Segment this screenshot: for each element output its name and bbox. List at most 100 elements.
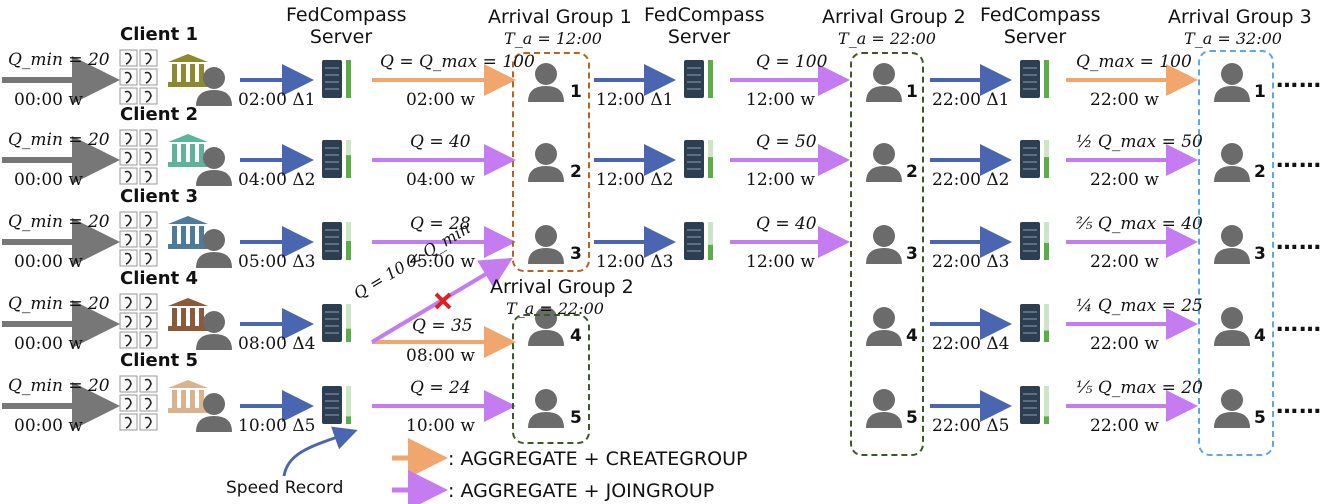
arrival-group-2-time: T_a = 22:00	[838, 29, 936, 48]
update-top-label: Q = Q_max = 100	[380, 52, 535, 72]
step3-label: 22:00 Δ2	[932, 170, 1010, 190]
update-bot-label: 22:00 w	[1090, 170, 1159, 190]
start-time: 00:00 w	[14, 252, 83, 272]
server-icon	[1020, 304, 1049, 342]
mnist-digits-icon	[119, 293, 158, 349]
start-time: 00:00 w	[14, 416, 83, 436]
group-member-icon	[528, 307, 564, 346]
qmin-label: Q_min = 20	[8, 130, 110, 150]
update-bot-label: 22:00 w	[1090, 416, 1159, 436]
start-time: 00:00 w	[14, 90, 83, 110]
group-member-number: 3	[906, 244, 918, 264]
group-member-icon	[866, 225, 902, 264]
group-member-number: 2	[1254, 162, 1266, 182]
step3-label: 22:00 Δ3	[932, 252, 1010, 272]
group-member-number: 5	[570, 408, 582, 428]
update-bot-label: 22:00 w	[1090, 252, 1159, 272]
continuation-dots: ……	[1276, 312, 1322, 337]
group-member-number: 1	[906, 82, 918, 102]
group-member-icon	[528, 63, 564, 102]
update-bot-label: 02:00 w	[406, 90, 475, 110]
update-bot-label: 08:00 w	[406, 346, 475, 366]
arrival-group-2-early-header: Arrival Group 2 T_a = 22:00	[490, 276, 634, 318]
step2-label: 12:00 Δ3	[596, 252, 674, 272]
group-member-icon	[528, 389, 564, 428]
bank-icon	[168, 134, 208, 167]
update-top-label: Q = 100	[756, 52, 828, 72]
server-icon	[684, 60, 713, 98]
group-member-number: 2	[906, 162, 918, 182]
update-bot-label: 04:00 w	[406, 170, 475, 190]
group-member-number: 5	[1254, 408, 1266, 428]
speed-record-label: Speed Record	[226, 478, 344, 498]
step2-label: 12:00 Δ2	[596, 170, 674, 190]
arrival-group-1-header: Arrival Group 1 T_a = 12:00	[488, 6, 632, 48]
legend-join-group: : AGGREGATE + JOINGROUP	[448, 480, 715, 502]
client-person-icon	[196, 229, 232, 268]
group-member-icon	[866, 307, 902, 346]
client-person-icon	[196, 67, 232, 106]
client-person-icon	[196, 393, 232, 432]
update-top-label: ¼ Q_max = 25	[1076, 296, 1203, 316]
start-time: 00:00 w	[14, 170, 83, 190]
bank-icon	[168, 216, 208, 249]
group-member-number: 4	[1254, 326, 1266, 346]
mnist-digits-icon	[119, 49, 158, 105]
group-member-icon	[1214, 63, 1250, 102]
step1-label: 10:00 Δ5	[238, 416, 316, 436]
group-member-icon	[1214, 143, 1250, 182]
qmin-label: Q_min = 20	[8, 212, 110, 232]
arrival-group-2-box	[850, 52, 924, 456]
update-top-label: Q = 50	[756, 132, 817, 152]
server-icon	[1020, 140, 1049, 178]
server-icon	[322, 304, 351, 342]
step3-label: 22:00 Δ1	[932, 90, 1010, 110]
step3-label: 22:00 Δ4	[932, 334, 1010, 354]
server-icon	[1020, 386, 1049, 424]
client-label: Client 1	[120, 24, 198, 45]
update-top-label: Q = 35	[412, 316, 473, 336]
client-person-icon	[196, 311, 232, 350]
continuation-dots: ……	[1276, 394, 1322, 419]
group-member-number: 3	[570, 244, 582, 264]
client-label: Client 3	[120, 186, 198, 207]
arrival-group-1-box	[512, 52, 590, 272]
group-member-number: 2	[570, 162, 582, 182]
qmin-label: Q_min = 20	[8, 50, 110, 70]
mnist-digits-icon	[119, 375, 158, 431]
group-member-number: 3	[1254, 244, 1266, 264]
bank-icon	[168, 54, 208, 87]
group-member-number: 4	[906, 326, 918, 346]
mnist-digits-icon	[119, 211, 158, 267]
update-top-label: ½ Q_max = 50	[1076, 132, 1203, 152]
update-top-label: Q = 28	[410, 214, 471, 234]
arrival-group-3-box	[1198, 50, 1274, 456]
red-cross-icon	[434, 292, 452, 310]
group-member-icon	[528, 143, 564, 182]
step1-label: 05:00 Δ3	[238, 252, 316, 272]
update-bot-label: 22:00 w	[1090, 334, 1159, 354]
server-icon	[684, 222, 713, 260]
client-label: Client 4	[120, 268, 198, 289]
mnist-digits-icon	[119, 129, 158, 185]
server-icon	[322, 60, 351, 98]
bank-icon	[168, 298, 208, 331]
client-label: Client 2	[120, 104, 198, 125]
update-top-label: ⅖ Q_max = 40	[1076, 214, 1203, 234]
group-member-number: 5	[906, 408, 918, 428]
group-member-number: 4	[570, 326, 582, 346]
group-member-icon	[866, 143, 902, 182]
step2-label: 12:00 Δ1	[596, 90, 674, 110]
arrival-group-3-time: T_a = 32:00	[1184, 29, 1282, 48]
bank-icon	[168, 380, 208, 413]
qmin-label: Q_min = 20	[8, 376, 110, 396]
legend-create-group: : AGGREGATE + CREATEGROUP	[448, 448, 748, 470]
update-bot-label: 05:00 w	[406, 252, 475, 272]
continuation-dots: ……	[1276, 230, 1322, 255]
client-person-icon	[196, 147, 232, 186]
update-bot-label: 12:00 w	[746, 170, 815, 190]
